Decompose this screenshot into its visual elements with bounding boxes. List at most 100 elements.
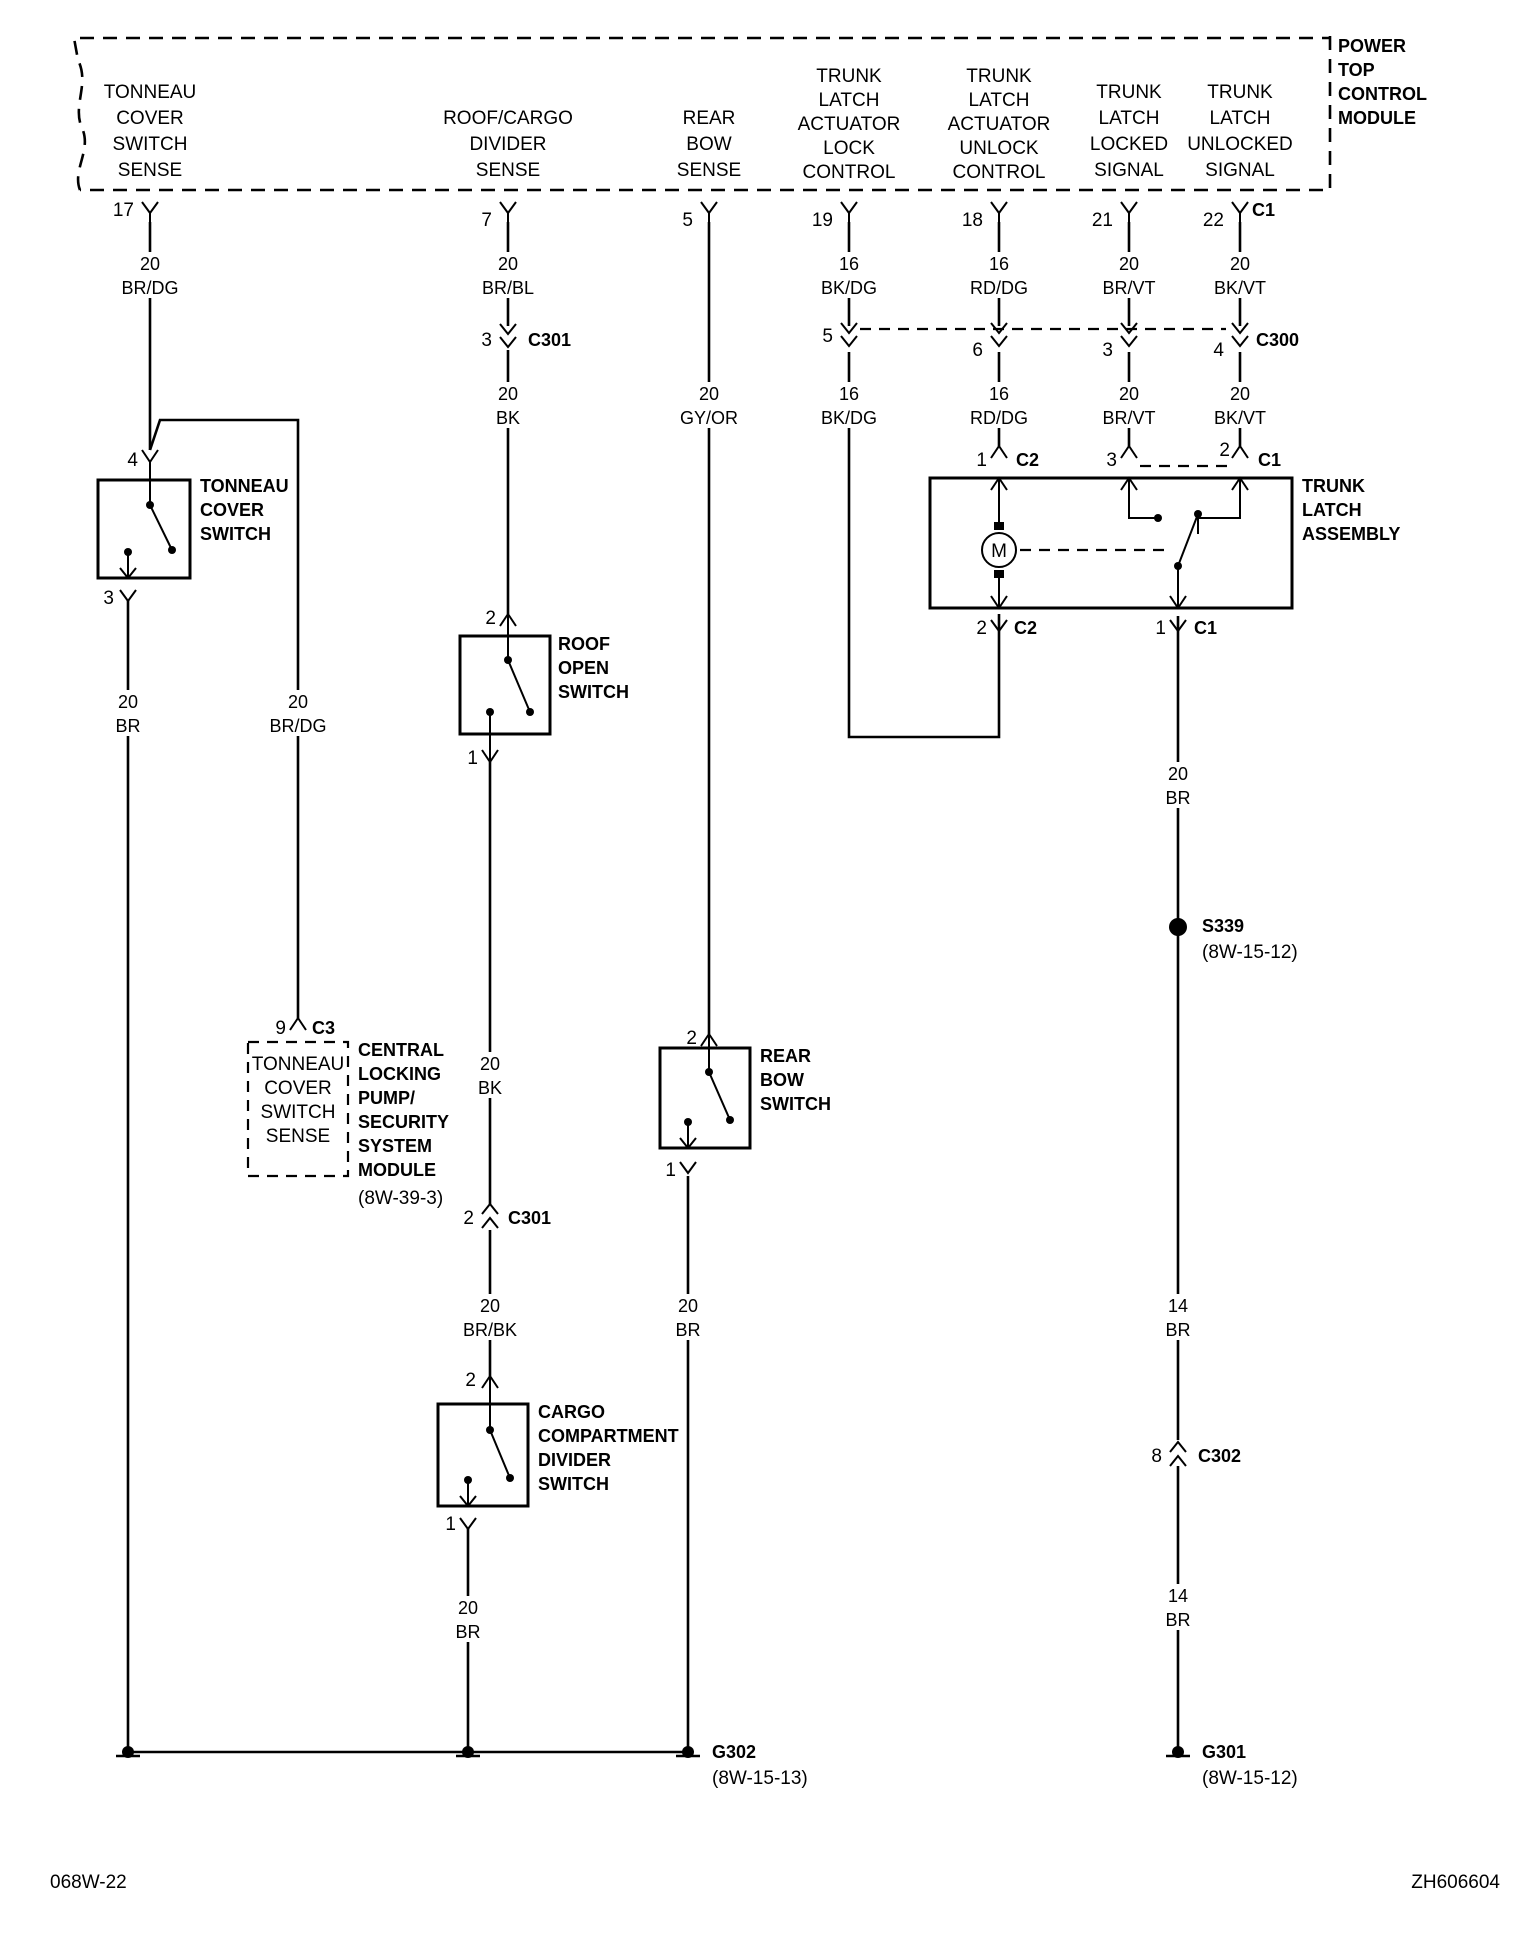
wire-label-roof-to-cargo-b: 20 BR/BK	[460, 1294, 520, 1340]
svg-text:22: 22	[1203, 210, 1224, 231]
pin-label-tonneau: TONNEAU COVER SWITCH SENSE	[104, 82, 197, 181]
wire-label-roof-mid: 20 BK	[478, 382, 538, 428]
c300-label: C300	[1256, 330, 1299, 350]
svg-text:20: 20	[1119, 254, 1139, 274]
svg-text:DIVIDER: DIVIDER	[538, 1450, 611, 1470]
svg-text:BR/DG: BR/DG	[121, 278, 178, 298]
svg-text:(8W-39-3): (8W-39-3)	[358, 1188, 443, 1209]
module-name: POWER TOP CONTROL MODULE	[1338, 36, 1427, 128]
svg-text:LATCH: LATCH	[1210, 108, 1271, 129]
svg-text:TRUNK: TRUNK	[1302, 476, 1365, 496]
svg-text:LOCKING: LOCKING	[358, 1064, 441, 1084]
pin-label-unlock-control: TRUNK LATCH ACTUATOR UNLOCK CONTROL	[948, 66, 1051, 183]
svg-text:S339: S339	[1202, 916, 1244, 936]
svg-text:5: 5	[682, 210, 693, 231]
svg-text:SENSE: SENSE	[476, 160, 540, 181]
svg-text:(8W-15-12): (8W-15-12)	[1202, 1768, 1298, 1789]
ground-g301: G301 (8W-15-12)	[1166, 1742, 1298, 1789]
svg-text:TRUNK: TRUNK	[966, 66, 1032, 87]
svg-text:20: 20	[699, 384, 719, 404]
svg-text:BR: BR	[455, 1622, 480, 1642]
wire-label-roof-to-cargo-a: 20 BK	[466, 1052, 514, 1098]
svg-text:SIGNAL: SIGNAL	[1094, 160, 1164, 181]
svg-text:G302: G302	[712, 1742, 756, 1762]
svg-text:(8W-15-12): (8W-15-12)	[1202, 942, 1298, 963]
svg-text:20: 20	[498, 254, 518, 274]
cargo-divider-switch: 2 1 CARGO COMPARTMENT DIVIDER SWITCH	[436, 1370, 679, 1535]
svg-text:9: 9	[275, 1018, 286, 1039]
wire-label-locked-top: 20 BR/VT	[1099, 252, 1159, 298]
wire-label-lock-top: 16 BK/DG	[819, 252, 879, 298]
svg-text:20: 20	[1230, 254, 1250, 274]
svg-text:BK/VT: BK/VT	[1214, 408, 1266, 428]
svg-text:UNLOCKED: UNLOCKED	[1187, 134, 1293, 155]
svg-text:ROOF/CARGO: ROOF/CARGO	[443, 108, 573, 129]
footer-right-code: ZH606604	[1411, 1872, 1500, 1893]
svg-text:ACTUATOR: ACTUATOR	[798, 114, 901, 135]
svg-text:20: 20	[1230, 384, 1250, 404]
svg-text:20: 20	[678, 1296, 698, 1316]
svg-text:CONTROL: CONTROL	[953, 162, 1046, 183]
pin-label-lock-control: TRUNK LATCH ACTUATOR LOCK CONTROL	[798, 66, 901, 183]
svg-text:BR: BR	[675, 1320, 700, 1340]
svg-text:C2: C2	[1014, 618, 1037, 638]
svg-text:CONTROL: CONTROL	[803, 162, 896, 183]
wire-label-roof-top: 20 BR/BL	[478, 252, 538, 298]
wire-label-tonneau-to-clpm: 20 BR/DG	[268, 690, 328, 736]
wires	[126, 222, 1242, 1754]
svg-text:ROOF: ROOF	[558, 634, 610, 654]
svg-text:DIVIDER: DIVIDER	[469, 134, 546, 155]
splice-s339: S339 (8W-15-12)	[1169, 916, 1298, 963]
svg-text:LATCH: LATCH	[969, 90, 1030, 111]
c301-upper: 3 C301	[481, 323, 571, 351]
svg-text:20: 20	[480, 1296, 500, 1316]
svg-text:REAR: REAR	[760, 1046, 811, 1066]
svg-text:TRUNK: TRUNK	[1207, 82, 1273, 103]
pin-label-unlocked-signal: TRUNK LATCH UNLOCKED SIGNAL	[1187, 82, 1293, 181]
svg-text:CARGO: CARGO	[538, 1402, 605, 1422]
svg-text:C301: C301	[508, 1208, 551, 1228]
svg-text:BR/DG: BR/DG	[269, 716, 326, 736]
svg-text:MODULE: MODULE	[1338, 108, 1416, 128]
footer-left-code: 068W-22	[50, 1872, 127, 1893]
svg-text:UNLOCK: UNLOCK	[959, 138, 1039, 159]
svg-text:SWITCH: SWITCH	[261, 1102, 336, 1123]
svg-text:SENSE: SENSE	[118, 160, 182, 181]
module-connector-label: C1	[1252, 200, 1275, 220]
roof-open-switch: 2 1 ROOF OPEN SWITCH	[458, 608, 629, 769]
c302-connector: 8 C302	[1151, 1440, 1241, 1467]
svg-text:3: 3	[481, 330, 492, 351]
svg-text:20: 20	[458, 1598, 478, 1618]
module-terminals	[141, 201, 1249, 222]
wire-label-tonneau-sense: 20 BR/DG	[120, 252, 180, 298]
svg-text:BR/VT: BR/VT	[1102, 408, 1155, 428]
svg-text:COVER: COVER	[116, 108, 184, 129]
svg-text:C2: C2	[1016, 450, 1039, 470]
svg-text:SWITCH: SWITCH	[538, 1474, 609, 1494]
svg-text:COVER: COVER	[200, 500, 264, 520]
svg-text:19: 19	[812, 210, 833, 231]
svg-text:SENSE: SENSE	[266, 1126, 330, 1147]
svg-text:BR/BK: BR/BK	[463, 1320, 517, 1340]
svg-text:6: 6	[972, 340, 983, 361]
svg-text:CENTRAL: CENTRAL	[358, 1040, 444, 1060]
rear-bow-switch: 2 1 REAR BOW SWITCH	[658, 1028, 831, 1181]
svg-text:LOCK: LOCK	[823, 138, 875, 159]
wire-label-cargo-ground: 20 BR	[444, 1596, 492, 1642]
wire-label-rear-bow: 20 GY/OR	[676, 382, 742, 428]
wire-label-lock-below-c300: 16 BK/DG	[819, 382, 879, 428]
svg-text:C301: C301	[528, 330, 571, 350]
svg-text:5: 5	[822, 326, 833, 347]
svg-text:1: 1	[445, 1514, 456, 1535]
svg-text:BK: BK	[478, 1078, 502, 1098]
svg-text:2: 2	[465, 1370, 476, 1391]
svg-text:1: 1	[665, 1160, 676, 1181]
svg-text:BK/DG: BK/DG	[821, 278, 877, 298]
svg-text:REAR: REAR	[683, 108, 736, 129]
svg-text:17: 17	[113, 200, 134, 221]
module-pin-labels: TONNEAU COVER SWITCH SENSE ROOF/CARGO DI…	[104, 66, 1293, 183]
svg-text:BK: BK	[496, 408, 520, 428]
svg-text:CONTROL: CONTROL	[1338, 84, 1427, 104]
svg-text:G301: G301	[1202, 1742, 1246, 1762]
